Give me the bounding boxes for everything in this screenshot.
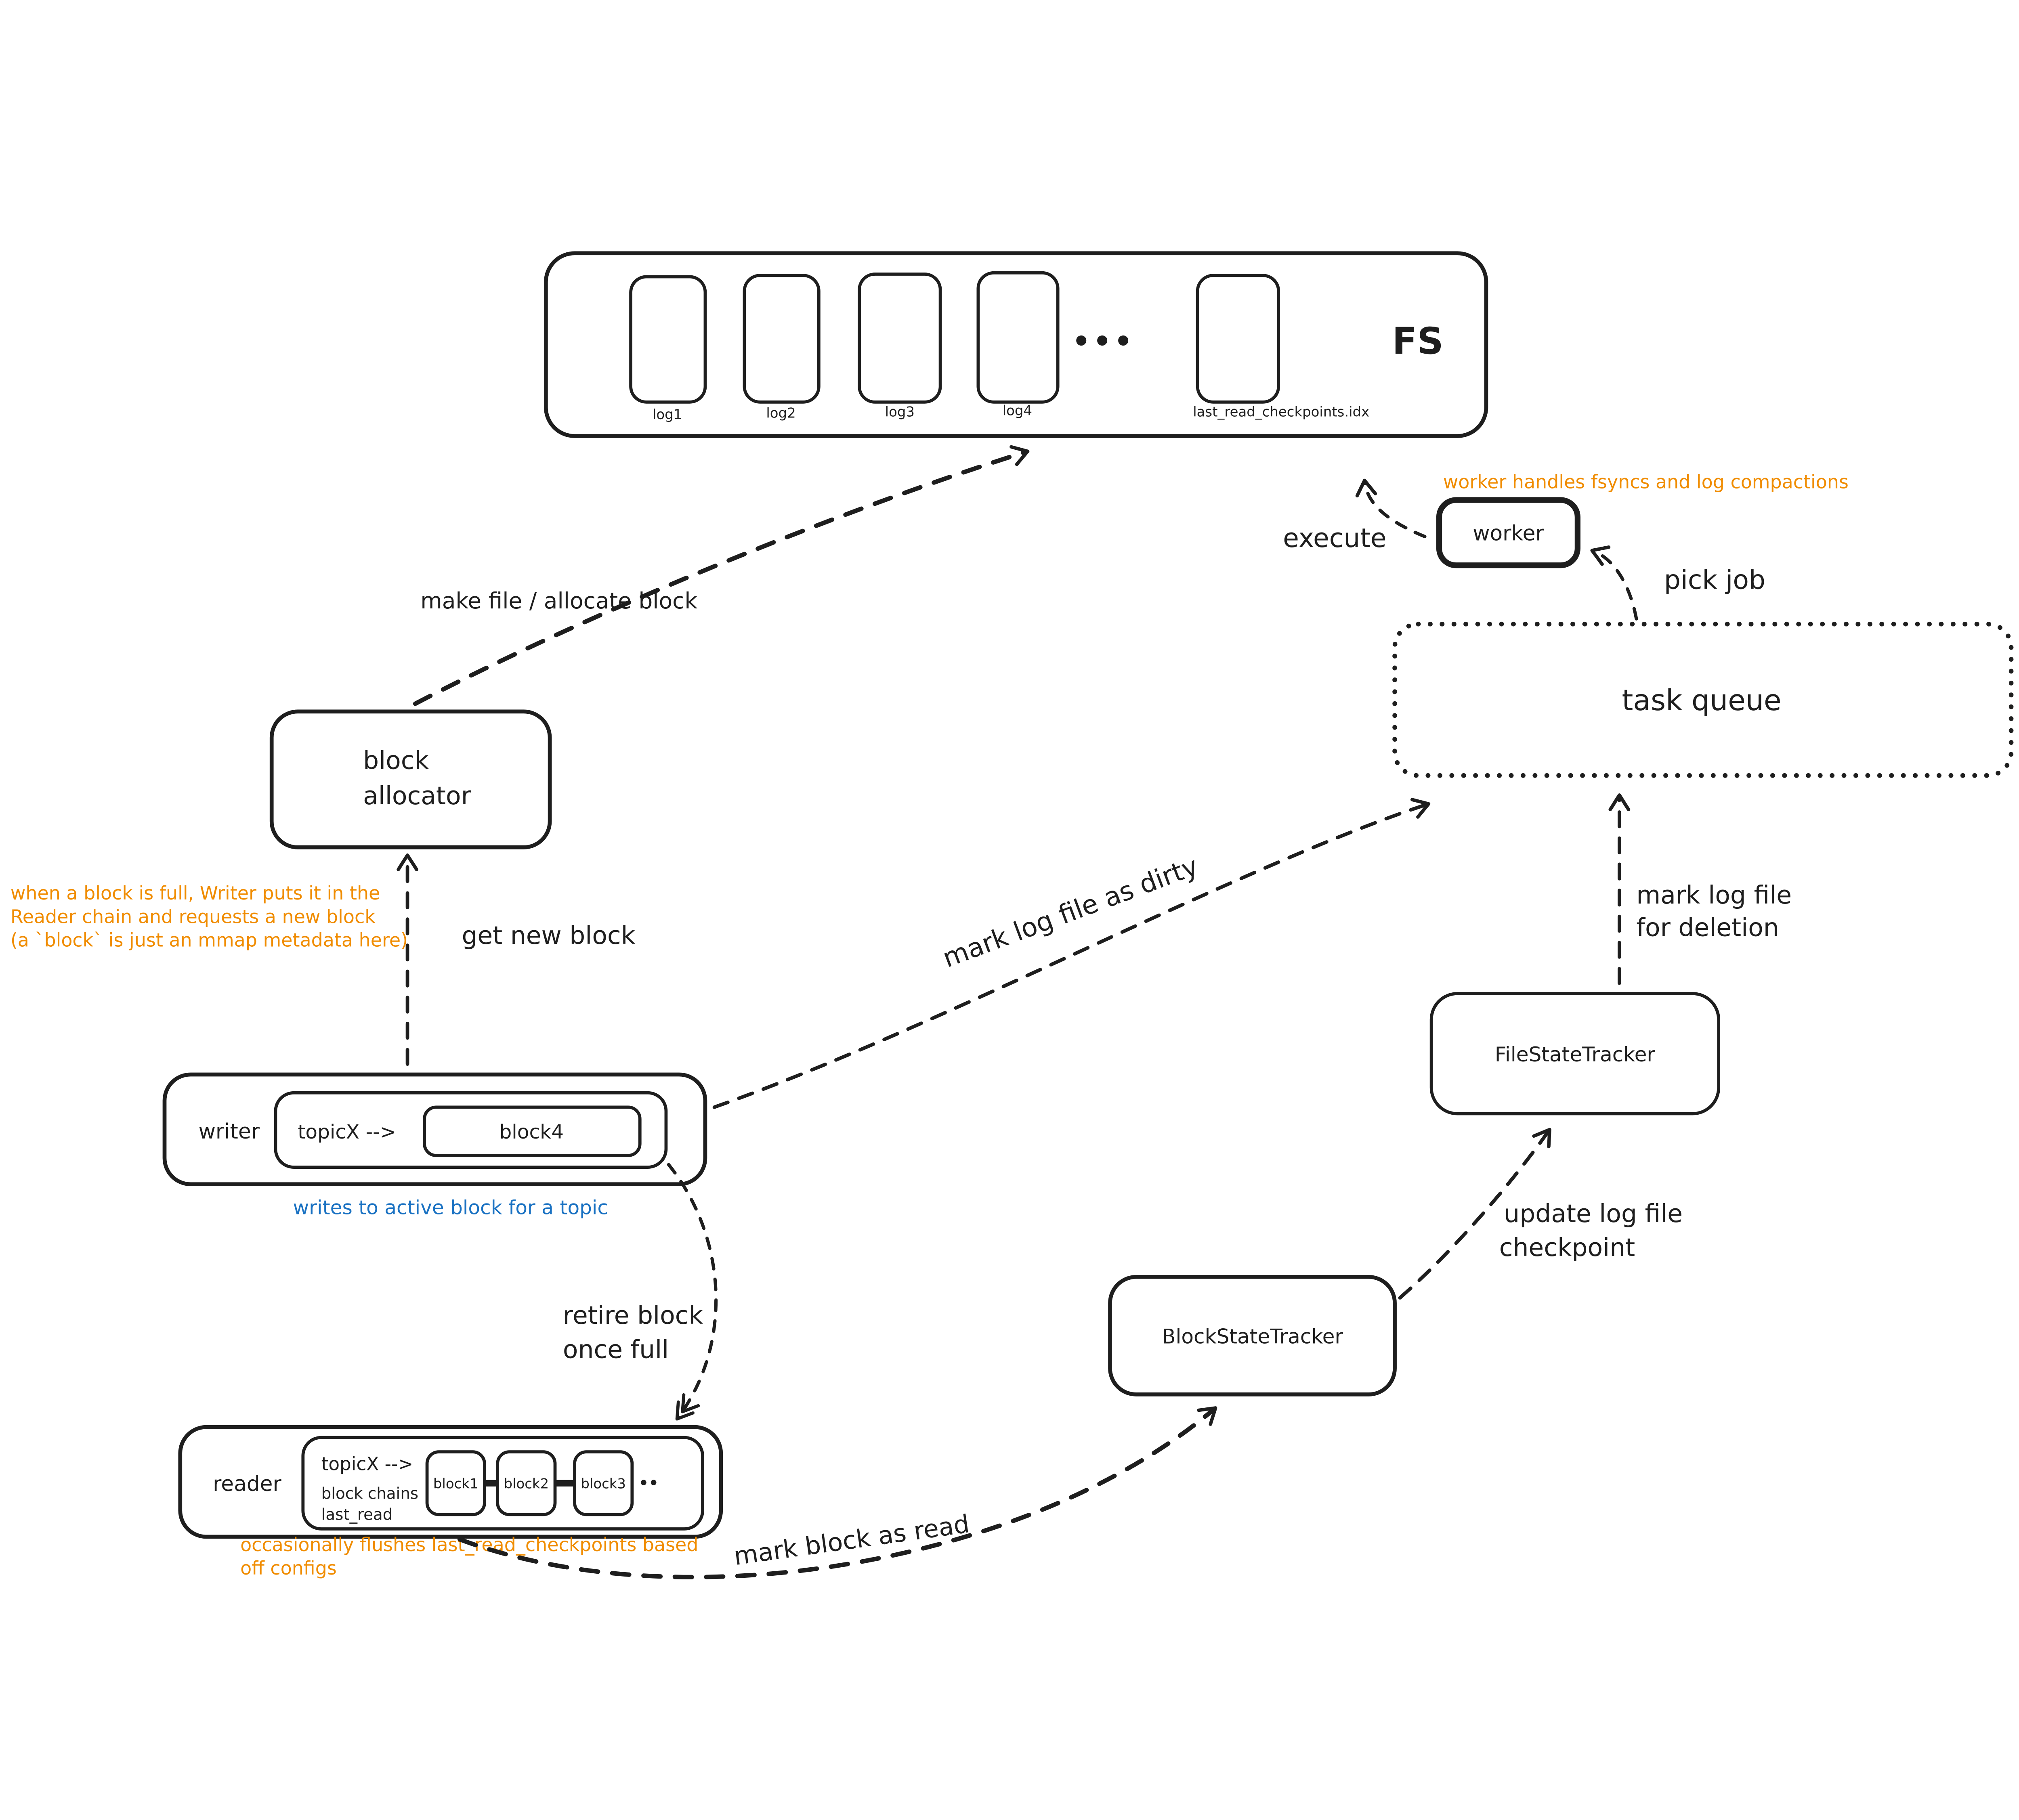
block-state-tracker-label: BlockStateTracker — [1162, 1325, 1343, 1348]
block-allocator-box[interactable] — [269, 709, 552, 849]
edge-make-file-label: make file / allocate block — [420, 588, 697, 614]
edge-mark-dirty-arrow[interactable] — [712, 798, 1431, 1109]
writer-note: writes to active block for a topic — [293, 1197, 609, 1219]
block-allocator-label-line2: allocator — [363, 782, 471, 810]
task-queue-label: task queue — [1622, 684, 1781, 717]
edge-retire-block-arrow[interactable] — [667, 1163, 718, 1418]
edge-pick-job-label: pick job — [1664, 565, 1765, 595]
reader-note-line2: off configs — [240, 1557, 337, 1579]
block-allocator-label-line1: block — [363, 746, 429, 775]
block-allocator-node[interactable]: block allocator — [269, 709, 552, 849]
worker-label: worker — [1473, 522, 1544, 546]
worker-note: worker handles fsyncs and log compaction… — [1443, 471, 1849, 493]
reader-block2-label: block2 — [504, 1476, 549, 1492]
writer-label: writer — [199, 1120, 260, 1144]
fs-ellipsis: ••• — [1072, 325, 1135, 358]
checkpoints-file-icon[interactable] — [1196, 274, 1280, 404]
edge-mark-deletion-label-line1: mark log file — [1636, 881, 1792, 910]
task-queue-node[interactable]: task queue — [1392, 621, 2014, 778]
reader-last-read-label: last_read — [321, 1505, 393, 1524]
file-state-tracker-box[interactable] — [1429, 992, 1721, 1115]
fs-node[interactable]: ••• log1 log2 log3 log4 last_read_checkp… — [544, 251, 1488, 438]
file-state-tracker-node[interactable]: FileStateTracker — [1429, 992, 1721, 1115]
block-state-tracker-node[interactable]: BlockStateTracker — [1108, 1275, 1397, 1396]
writer-active-block-label: block4 — [500, 1121, 564, 1143]
reader-topic-label: topicX --> — [321, 1453, 413, 1474]
reader-block1-box[interactable] — [425, 1450, 486, 1516]
edge-pick-job-arrow[interactable] — [1590, 545, 1638, 621]
block-state-tracker-box[interactable] — [1108, 1275, 1397, 1396]
log4-label: log4 — [1003, 403, 1032, 419]
edge-mark-read-arrow[interactable] — [457, 1406, 1217, 1579]
edge-make-file-arrow[interactable] — [413, 445, 1030, 706]
worker-box[interactable] — [1436, 497, 1580, 568]
reader-block2-box[interactable] — [496, 1450, 557, 1516]
reader-block-chains-label: block chains — [321, 1485, 419, 1503]
log3-file-icon[interactable] — [858, 273, 942, 404]
fs-label: FS — [1392, 320, 1444, 363]
log4-file-icon[interactable] — [976, 271, 1060, 404]
edge-update-checkpoint-label-line1: update log file — [1504, 1199, 1683, 1228]
edge-retire-block-label-line1: retire block — [563, 1301, 703, 1330]
writer-node[interactable]: writer topicX --> block4 — [162, 1072, 707, 1187]
edge-retire-block-label-line2: once full — [563, 1335, 669, 1364]
log3-label: log3 — [885, 404, 915, 420]
edge-update-checkpoint-label-line2: checkpoint — [1499, 1233, 1635, 1262]
reader-block3-label: block3 — [581, 1476, 626, 1492]
edge-mark-dirty-label: mark log file as dirty — [939, 851, 1202, 974]
writer-topic-label: topicX --> — [298, 1121, 396, 1143]
edge-mark-deletion-label-line2: for deletion — [1636, 914, 1779, 942]
block-full-annotation-line2: Reader chain and requests a new block — [10, 906, 376, 927]
edge-execute-label: execute — [1283, 523, 1386, 554]
reader-label: reader — [213, 1472, 281, 1496]
reader-block1-label: block1 — [433, 1476, 479, 1492]
block-full-annotation: when a block is full, Writer puts it in … — [10, 882, 408, 951]
edge-get-new-block-label: get new block — [462, 921, 635, 950]
worker-node[interactable]: worker — [1436, 497, 1580, 568]
reader-node[interactable]: reader topicX --> block chains last_read… — [178, 1425, 723, 1539]
file-state-tracker-label: FileStateTracker — [1495, 1042, 1656, 1066]
log2-file-icon[interactable] — [743, 274, 821, 404]
block-full-annotation-line3: (a `block` is just an mmap metadata here… — [10, 929, 408, 951]
checkpoints-file-label: last_read_checkpoints.idx — [1193, 404, 1369, 420]
log2-label: log2 — [766, 405, 795, 421]
writer-active-block-box[interactable] — [423, 1105, 642, 1157]
task-queue-box[interactable] — [1392, 621, 2014, 778]
reader-ellipsis: •• — [639, 1474, 659, 1493]
reader-block3-box[interactable] — [573, 1450, 634, 1516]
edge-update-checkpoint-arrow[interactable] — [1398, 1128, 1551, 1300]
block-full-annotation-line1: when a block is full, Writer puts it in … — [10, 882, 380, 904]
edge-mark-read-label: mark block as read — [732, 1510, 971, 1571]
log1-label: log1 — [653, 407, 682, 423]
edge-execute-arrow[interactable] — [1355, 478, 1427, 539]
log1-file-icon[interactable] — [629, 275, 707, 404]
